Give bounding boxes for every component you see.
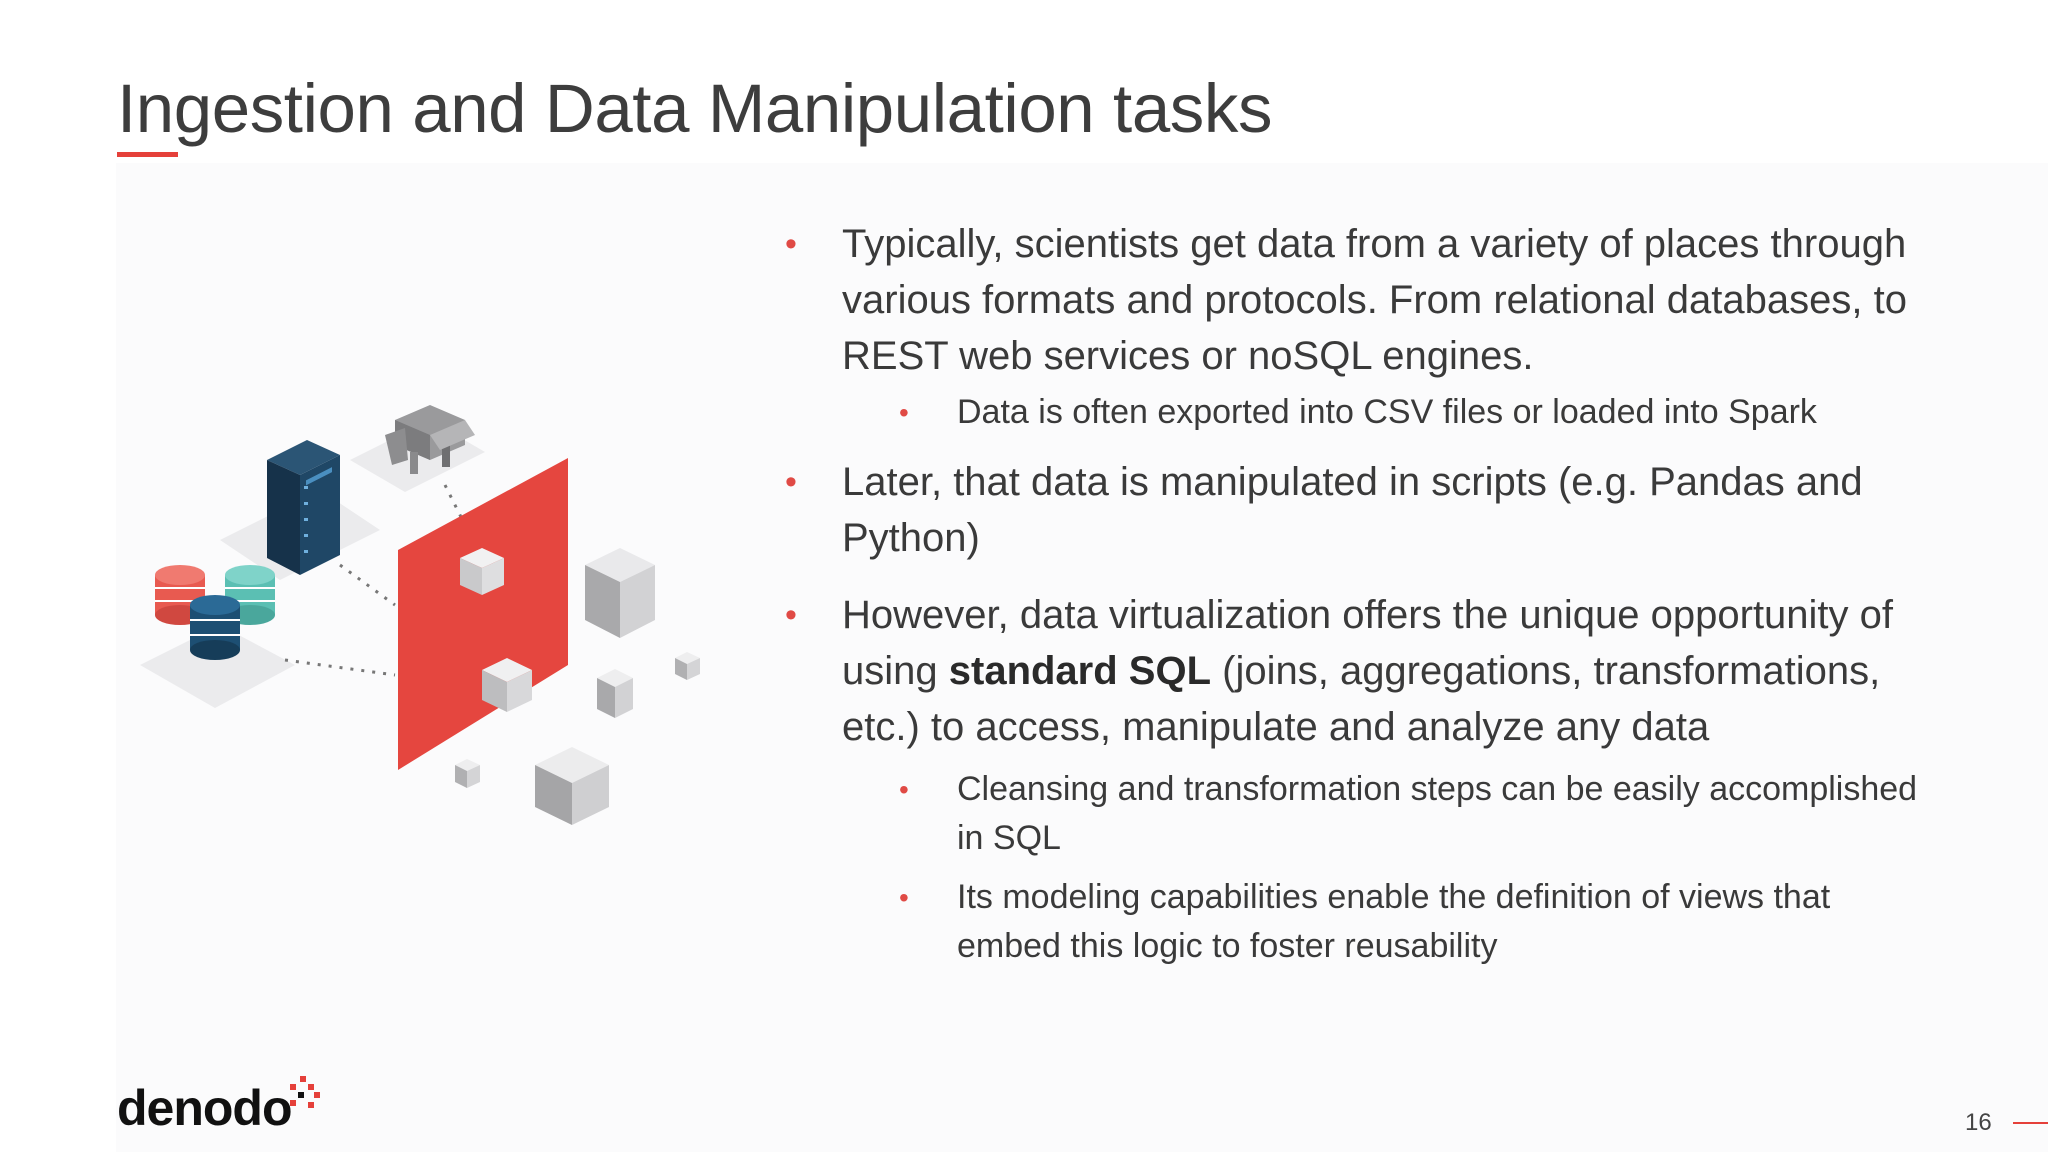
slide-title: Ingestion and Data Manipulation tasks bbox=[117, 70, 1273, 147]
list-item: • However, data virtualization offers th… bbox=[775, 587, 1935, 755]
virtual-layer-plane bbox=[398, 458, 568, 770]
sub-bullet-text: Its modeling capabilities enable the def… bbox=[957, 878, 1831, 965]
bullet-dot-icon: • bbox=[785, 463, 797, 501]
bullet-dot-icon: • bbox=[899, 882, 909, 913]
sub-bullet-text: Cleansing and transformation steps can b… bbox=[957, 770, 1918, 857]
logo-dots-icon bbox=[290, 1076, 320, 1108]
bullet-dot-icon: • bbox=[899, 397, 909, 428]
database-icon bbox=[190, 595, 240, 660]
bullet-dot-icon: • bbox=[785, 225, 797, 263]
list-item: • Typically, scientists get data from a … bbox=[775, 216, 1935, 384]
title-underline bbox=[117, 152, 178, 157]
server-rack-icon bbox=[267, 440, 340, 575]
connector-line bbox=[339, 563, 396, 607]
sub-bullet-text: Data is often exported into CSV files or… bbox=[957, 393, 1817, 431]
connector-line bbox=[284, 658, 396, 677]
bullet-dot-icon: • bbox=[899, 774, 909, 805]
cube-icon bbox=[460, 548, 504, 595]
data-sources-illustration bbox=[140, 405, 700, 825]
cube-icon bbox=[455, 759, 480, 788]
list-item: • Its modeling capabilities enable the d… bbox=[775, 873, 1935, 971]
denodo-logo: denodo bbox=[117, 1080, 293, 1136]
cube-icon bbox=[535, 747, 609, 825]
bullet-text-after: (joins, aggregations, transformations, e… bbox=[842, 649, 1881, 749]
bullet-dot-icon: • bbox=[785, 596, 797, 634]
connector-line bbox=[443, 484, 467, 526]
cube-icon bbox=[675, 652, 700, 680]
cube-icon bbox=[597, 669, 633, 718]
cube-icon bbox=[585, 548, 655, 638]
bullet-list: • Typically, scientists get data from a … bbox=[775, 216, 1935, 971]
bullet-bold-text: standard SQL bbox=[948, 649, 1212, 693]
cube-icon bbox=[482, 658, 532, 712]
page-number-line bbox=[2013, 1122, 2048, 1124]
list-item: • Later, that data is manipulated in scr… bbox=[775, 454, 1935, 566]
bullet-text: Later, that data is manipulated in scrip… bbox=[842, 460, 1863, 560]
elephant-icon bbox=[385, 405, 475, 474]
list-item: • Cleansing and transformation steps can… bbox=[775, 765, 1935, 863]
bullet-text: Typically, scientists get data from a va… bbox=[842, 222, 1907, 378]
bullet-text-before: However, data virtualization offers the … bbox=[842, 593, 1894, 693]
list-item: • Data is often exported into CSV files … bbox=[775, 388, 1935, 437]
page-number: 16 bbox=[1965, 1109, 1992, 1136]
